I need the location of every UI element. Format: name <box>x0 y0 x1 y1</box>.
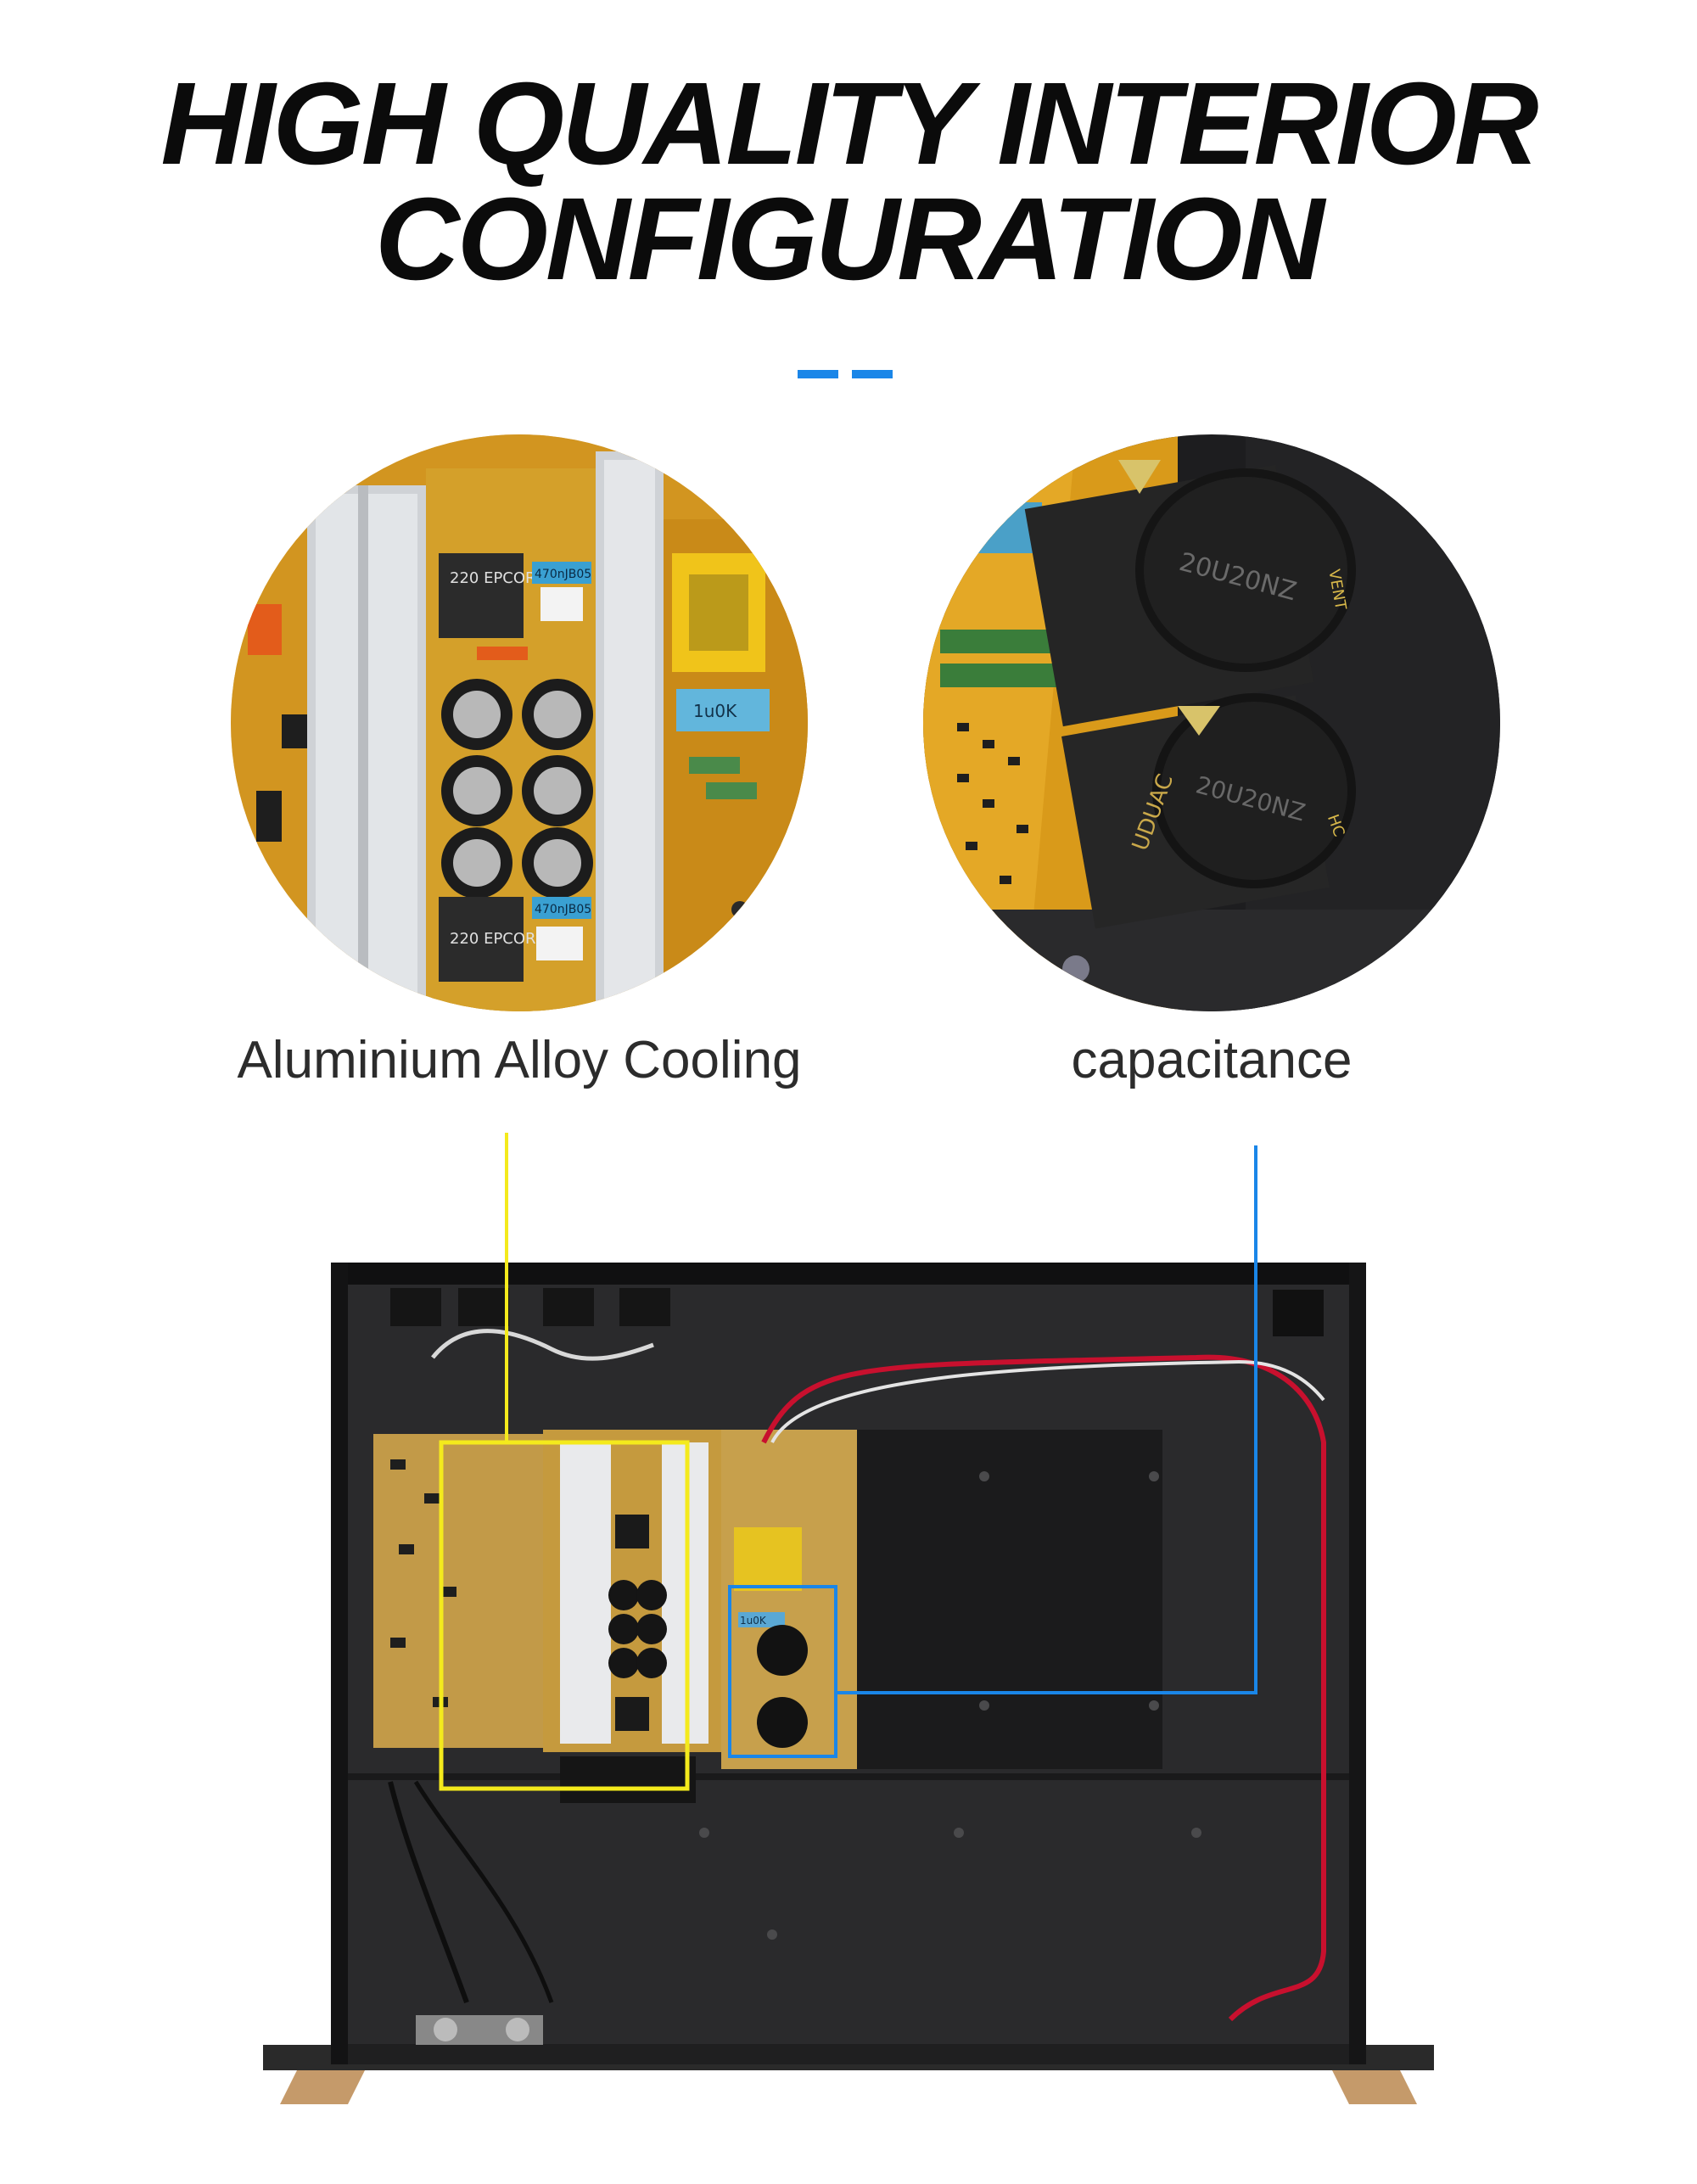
capacitor-bottom: UDUAC 20U20NZ HC <box>1061 693 1356 929</box>
front-connectors <box>416 2015 543 2045</box>
inductor-bottom <box>439 897 524 982</box>
shield-plate <box>857 1430 1162 1769</box>
heatsink-highlight-box <box>439 1440 690 1791</box>
power-capacitors <box>757 1625 808 1748</box>
page-title: HIGH QUALITY INTERIOR CONFIGURATION <box>0 59 1697 305</box>
capacitor-grid <box>441 679 593 899</box>
caption-aluminium-alloy-cooling: Aluminium Alloy Cooling <box>237 1031 802 1089</box>
accent-dash-left <box>798 370 838 378</box>
cooling-fan-right <box>628 1756 696 1803</box>
film-cap-label-bottom: 470nJB05 <box>535 903 591 916</box>
film-cap-top <box>532 562 591 584</box>
film-cap-label-top: 470nJB05 <box>535 568 591 581</box>
board-film-cap-label: 1u0K <box>740 1615 767 1627</box>
heatsink-closeup-illustration: 220 EPCORP 470nJB05 220 EPCORP 470nJB05 … <box>231 434 808 1011</box>
black-wiring <box>388 1781 469 2004</box>
film-cap-1u0k <box>676 689 770 731</box>
inductor-label-top: 220 EPCORP <box>450 569 546 587</box>
white-wiring <box>431 1329 654 1361</box>
capacitor-closeup-illustration: 20U20NZ VENT UDUAC 20U20NZ HC <box>923 434 1500 1011</box>
heatsink-fin-left <box>560 1442 611 1744</box>
cooling-fan-left <box>560 1756 628 1803</box>
caption-capacitance: capacitance <box>1071 1031 1353 1089</box>
inductor-label-bottom: 220 EPCORP <box>450 930 546 948</box>
heatsink-capacitors <box>608 1580 667 1678</box>
heatsink-closeup-photo: 220 EPCORP 470nJB05 220 EPCORP 470nJB05 … <box>231 434 808 1011</box>
capacitor-closeup-photo: 20U20NZ VENT UDUAC 20U20NZ HC <box>923 434 1500 1011</box>
left-pcb <box>373 1434 543 1748</box>
left-component <box>248 604 282 655</box>
amplifier-interior-photo: 1u0K <box>263 1263 1434 2104</box>
rear-connectors <box>390 1288 1324 1336</box>
title-line-1: HIGH QUALITY INTERIOR <box>160 59 1538 189</box>
title-line-2: CONFIGURATION <box>374 174 1325 305</box>
film-cap-1u0k-label: 1u0K <box>693 701 737 721</box>
transformer <box>672 553 765 672</box>
inductor-top <box>439 553 524 638</box>
accent-dash-right <box>852 370 893 378</box>
transformer <box>734 1527 802 1591</box>
capacitor-top: 20U20NZ VENT <box>1024 460 1356 727</box>
film-cap-bottom <box>532 897 591 919</box>
